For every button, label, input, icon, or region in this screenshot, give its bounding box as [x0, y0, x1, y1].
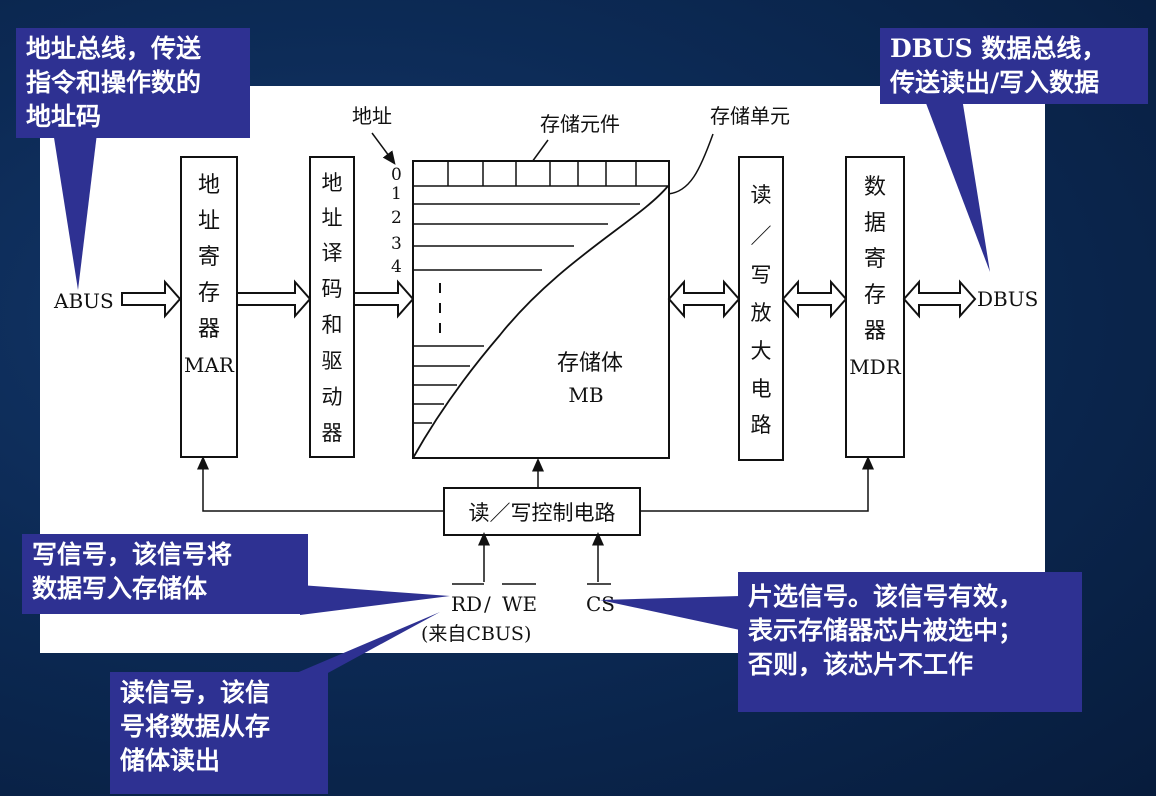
addr-number: 3	[391, 234, 402, 254]
decoder-char: 址	[322, 206, 343, 230]
mdr-box	[845, 156, 905, 458]
dbus-label: DBUS	[977, 287, 1038, 311]
mb-sense-double-arrow	[667, 279, 741, 319]
unit-label: 存储单元	[710, 104, 790, 128]
control-label: 读／写控制电路	[469, 501, 616, 525]
mar-char: 址	[198, 209, 220, 234]
rd-label: RD	[451, 592, 482, 616]
cs-callout: 片选信号。该信号有效， 表示存储器芯片被选中； 否则，该芯片不工作	[738, 572, 1082, 712]
addr-number: 0	[391, 165, 402, 185]
addr-number: 4	[391, 257, 402, 277]
abus-callout-pointer	[52, 125, 98, 290]
decoder-to-mb-arrow	[353, 279, 415, 319]
dbus-callout-pointer	[924, 98, 990, 272]
mar-char: 存	[198, 281, 220, 306]
sense-char: 放	[751, 301, 772, 325]
mar-abbr: MAR	[184, 353, 235, 377]
decoder-char: 动	[322, 385, 343, 409]
addr-pointer	[371, 132, 396, 165]
read-callout-pointer	[280, 612, 440, 680]
read-callout: 读信号，该信 号将数据从存 储体读出	[110, 672, 328, 794]
cs-callout-pointer	[600, 596, 740, 630]
mar-char: 器	[198, 317, 220, 342]
rd-we-slash: /	[484, 592, 491, 616]
mdr-char: 存	[864, 283, 886, 308]
sense-char: 读	[751, 183, 772, 207]
tear-curve	[412, 185, 669, 459]
mdr-char: 寄	[864, 247, 886, 272]
decoder-char: 和	[322, 313, 343, 337]
sense-amp-text: 读 ／ 写 放 大 电 路	[751, 183, 772, 437]
sense-char: ／	[751, 224, 772, 248]
sense-char: 路	[751, 413, 772, 437]
control-lines	[197, 456, 874, 582]
addr-number: 1	[391, 184, 402, 204]
dbus-callout: DBUS 数据总线， 传送读出/写入数据	[880, 28, 1148, 104]
cs-label: CS	[586, 592, 615, 616]
mar-char: 地	[198, 173, 220, 198]
element-label: 存储元件	[540, 112, 620, 136]
decoder-char: 驱	[322, 349, 343, 373]
mdr-text: 数 据 寄 存 器	[864, 175, 886, 344]
mar-box	[180, 156, 238, 458]
mdr-char: 器	[864, 319, 886, 344]
decoder-text: 地 址 译 码 和 驱 动 器	[322, 171, 343, 445]
row-lines	[413, 203, 640, 424]
sense-mdr-double-arrow	[781, 279, 848, 319]
cell-dividers	[447, 161, 637, 186]
addr-numbers: 0 1 2 3 4	[391, 165, 402, 277]
mb-label: 存储体	[557, 351, 623, 376]
write-callout-pointer	[300, 585, 450, 615]
abus-arrow	[121, 279, 182, 319]
mdr-char: 数	[864, 175, 886, 200]
abus-label: ABUS	[53, 289, 114, 313]
mar-char: 寄	[198, 245, 220, 270]
sense-char: 写	[751, 263, 772, 287]
element-pointer	[531, 139, 549, 163]
decoder-char: 地	[322, 171, 343, 195]
decoder-char: 码	[322, 277, 343, 301]
mdr-char: 据	[864, 211, 886, 236]
cbus-note: (来自CBUS)	[421, 623, 531, 645]
abus-callout: 地址总线，传送 指令和操作数的 地址码	[16, 28, 250, 138]
we-label: WE	[502, 592, 537, 616]
sense-amp-box	[738, 156, 784, 461]
decoder-char: 器	[322, 421, 343, 445]
mdr-abbr: MDR	[849, 355, 902, 379]
write-callout: 写信号，该信号将 数据写入存储体	[22, 534, 308, 614]
mb-abbr: MB	[568, 383, 603, 407]
decoder-box	[309, 156, 355, 458]
sense-char: 大	[751, 339, 772, 363]
decoder-char: 译	[322, 241, 343, 265]
mdr-dbus-double-arrow	[902, 279, 977, 319]
mb-box	[412, 160, 670, 459]
addr-number: 2	[391, 208, 402, 228]
control-box	[443, 487, 641, 536]
sense-char: 电	[751, 377, 772, 401]
mar-to-decoder-arrow	[236, 279, 312, 319]
addr-label: 地址	[352, 104, 392, 128]
mar-text: 地 址 寄 存 器	[198, 173, 220, 342]
